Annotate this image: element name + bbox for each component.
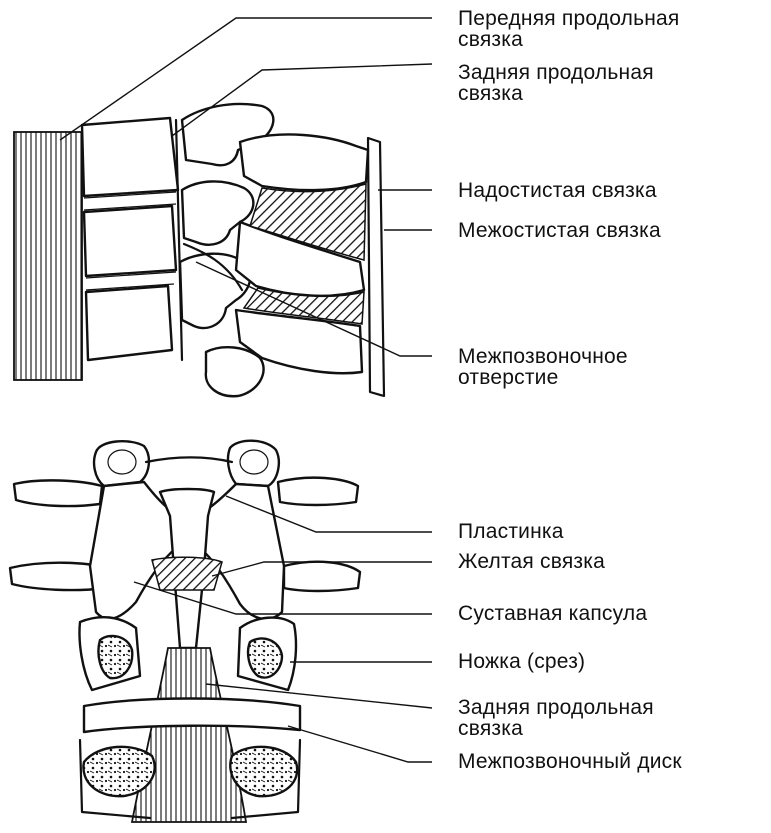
supraspinous-ligament: [368, 138, 384, 396]
posterior-longitudinal-ligament-bottom: [132, 648, 246, 822]
transverse-process-left-1: [14, 480, 102, 506]
anterior-longitudinal-ligament: [14, 132, 82, 380]
transverse-process-right-2: [284, 562, 360, 591]
label-posterior-longitudinal-ligament-bottom: Задняя продольная связка: [458, 697, 654, 739]
label-ligamentum-flavum: Желтая связка: [458, 551, 605, 572]
posterior-longitudinal-ligament: [176, 120, 182, 360]
disc-section-left: [83, 747, 154, 796]
label-intervertebral-disc: Межпозвоночный диск: [458, 751, 682, 772]
vertebral-body-1: [82, 118, 178, 196]
label-interspinous-ligament: Межостистая связка: [458, 220, 661, 241]
label-intervertebral-foramen: Межпозвоночное отверстие: [458, 346, 628, 388]
transverse-process-right-1: [278, 478, 358, 505]
vertebral-body-3: [86, 286, 172, 360]
spinous-process-1: [240, 134, 368, 190]
disc-section-right: [230, 747, 297, 796]
label-pedicle-cut: Ножка (срез): [458, 651, 585, 672]
pedicle-cut-left: [98, 636, 132, 678]
label-posterior-longitudinal-ligament-top: Задняя продольная связка: [458, 62, 654, 104]
label-anterior-longitudinal-ligament: Передняя продольная связка: [458, 8, 679, 50]
pedicle-cut-right: [248, 638, 282, 677]
label-joint-capsule: Суставная капсула: [458, 603, 647, 624]
ligamentum-flavum: [152, 557, 222, 590]
label-supraspinous-ligament: Надостистая связка: [458, 180, 657, 201]
superior-articular-left: [94, 441, 149, 486]
articular-process-4: [206, 347, 264, 396]
vertebral-body-2: [84, 206, 176, 276]
lateral-spine-view: [14, 104, 384, 396]
superior-articular-right: [228, 441, 279, 486]
posterior-spine-view: [10, 441, 360, 822]
upper-arch: [146, 458, 232, 463]
label-lamina: Пластинка: [458, 521, 564, 542]
